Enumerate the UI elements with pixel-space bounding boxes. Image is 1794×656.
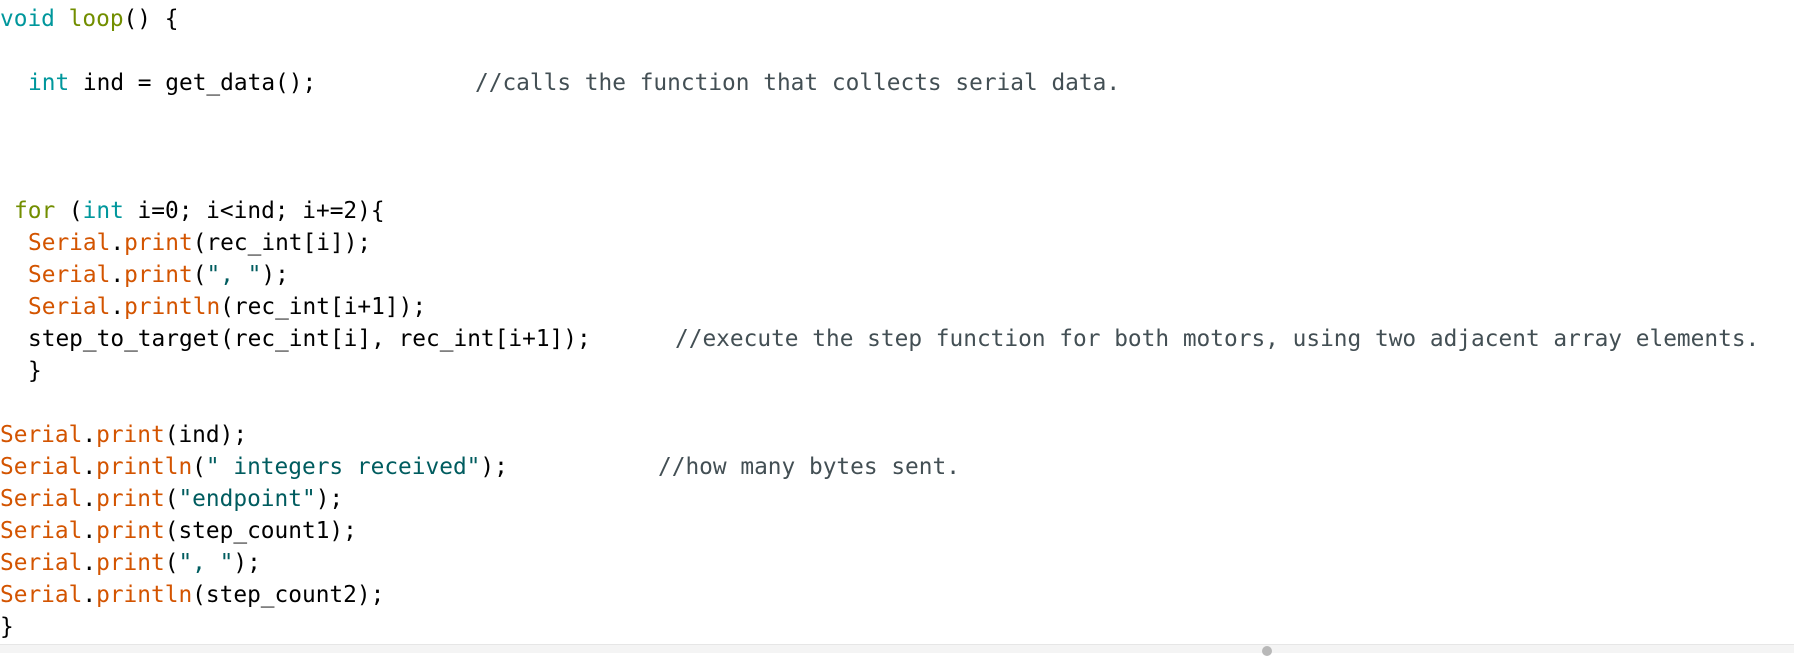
code-token: ", "	[206, 262, 262, 288]
code-line[interactable]: int ind = get_data(); //calls the functio…	[0, 67, 1794, 99]
code-token: );	[315, 486, 344, 512]
code-line[interactable]: Serial.print(rec_int[i]);	[0, 227, 1794, 259]
code-token: .	[82, 486, 97, 512]
code-text: for (int i=0; i<ind; i+=2){	[14, 195, 385, 227]
code-token: .	[110, 294, 125, 320]
code-token: step_to_target(rec_int[i], rec_int[i+1])…	[28, 326, 591, 352]
code-token	[55, 6, 69, 32]
code-token: );	[261, 262, 289, 288]
code-line[interactable]: }	[0, 355, 1794, 387]
code-comment: //calls the function that collects seria…	[475, 70, 1121, 96]
code-line[interactable]: for (int i=0; i<ind; i+=2){	[0, 195, 1794, 227]
code-token: .	[110, 230, 125, 256]
code-line[interactable]: Serial.print(", ");	[0, 547, 1794, 579]
code-line[interactable]: step_to_target(rec_int[i], rec_int[i+1])…	[0, 323, 1794, 355]
code-token: (rec_int[i+1]);	[220, 294, 427, 320]
code-line[interactable]: Serial.print(", ");	[0, 259, 1794, 291]
code-line[interactable]	[0, 99, 1794, 131]
code-token: Serial	[0, 550, 83, 576]
code-text: Serial.print(step_count1);	[0, 515, 357, 547]
code-text: Serial.println(rec_int[i+1]);	[28, 291, 426, 323]
horizontal-scrollbar-thumb[interactable]	[1262, 646, 1272, 656]
code-text: int ind = get_data();	[28, 67, 316, 99]
code-token: Serial	[0, 582, 83, 608]
code-token: .	[82, 518, 97, 544]
code-text: Serial.print(rec_int[i]);	[28, 227, 371, 259]
code-token: loop	[68, 6, 124, 32]
code-line[interactable]: void loop() {	[0, 3, 1794, 35]
code-token: ind = get_data();	[69, 70, 317, 96]
code-text: void loop() {	[0, 3, 178, 35]
code-line[interactable]	[0, 163, 1794, 195]
code-token: println	[96, 582, 193, 608]
code-line[interactable]: Serial.print(step_count1);	[0, 515, 1794, 547]
code-token: print	[96, 486, 165, 512]
code-token: (	[192, 262, 207, 288]
code-token: Serial	[0, 518, 83, 544]
code-line[interactable]: Serial.print(ind);	[0, 419, 1794, 451]
code-line[interactable]: Serial.println(step_count2);	[0, 579, 1794, 611]
code-text: }	[0, 611, 14, 643]
code-token: }	[28, 358, 42, 384]
code-editor[interactable]: void loop() { int ind = get_data(); //call…	[0, 3, 1794, 643]
code-token: (step_count2);	[192, 582, 385, 608]
code-token: () {	[123, 6, 179, 32]
code-text: step_to_target(rec_int[i], rec_int[i+1])…	[28, 323, 591, 355]
code-token: (	[164, 550, 179, 576]
code-token: Serial	[28, 294, 111, 320]
code-line[interactable]: }	[0, 611, 1794, 643]
code-token: (	[164, 486, 179, 512]
code-token: println	[124, 294, 221, 320]
code-token: print	[124, 230, 193, 256]
code-token: void	[0, 6, 55, 32]
code-token: Serial	[0, 422, 83, 448]
code-comment: //how many bytes sent.	[658, 454, 960, 480]
code-token: (step_count1);	[164, 518, 357, 544]
code-line[interactable]	[0, 387, 1794, 419]
code-token: .	[82, 550, 97, 576]
code-token: "endpoint"	[178, 486, 316, 512]
code-line[interactable]: Serial.print("endpoint");	[0, 483, 1794, 515]
code-token: ", "	[178, 550, 234, 576]
code-text: Serial.println(" integers received");	[0, 451, 508, 483]
code-text: Serial.print(", ");	[28, 259, 289, 291]
code-token: );	[233, 550, 261, 576]
code-line[interactable]: Serial.println(rec_int[i+1]);	[0, 291, 1794, 323]
code-token: (	[55, 198, 83, 224]
code-token: for	[14, 198, 56, 224]
code-token: int	[28, 70, 70, 96]
code-token: .	[82, 582, 97, 608]
code-text: }	[28, 355, 42, 387]
code-token: print	[124, 262, 193, 288]
code-token: Serial	[28, 230, 111, 256]
code-token: print	[96, 518, 165, 544]
code-token: Serial	[0, 454, 83, 480]
code-text: Serial.println(step_count2);	[0, 579, 384, 611]
code-text: Serial.print(ind);	[0, 419, 247, 451]
code-text: Serial.print("endpoint");	[0, 483, 343, 515]
code-token: i=0; i<ind; i+=2){	[123, 198, 385, 224]
code-token: Serial	[28, 262, 111, 288]
code-token: .	[82, 454, 97, 480]
code-token: " integers received"	[205, 454, 481, 480]
code-token: (ind);	[164, 422, 248, 448]
code-comment: //execute the step function for both mot…	[675, 326, 1760, 352]
code-token: (	[192, 454, 206, 480]
code-token: println	[96, 454, 193, 480]
code-token: Serial	[0, 486, 83, 512]
code-token: .	[82, 422, 97, 448]
code-token: int	[82, 198, 124, 224]
code-token: print	[96, 550, 165, 576]
code-token: );	[480, 454, 508, 480]
code-line[interactable]: Serial.println(" integers received"); //h…	[0, 451, 1794, 483]
code-token: (rec_int[i]);	[192, 230, 372, 256]
code-line[interactable]	[0, 35, 1794, 67]
code-token: print	[96, 422, 165, 448]
editor-bottom-bar	[0, 644, 1794, 653]
code-token: .	[110, 262, 125, 288]
code-token: }	[0, 614, 14, 640]
code-text: Serial.print(", ");	[0, 547, 261, 579]
code-line[interactable]	[0, 131, 1794, 163]
